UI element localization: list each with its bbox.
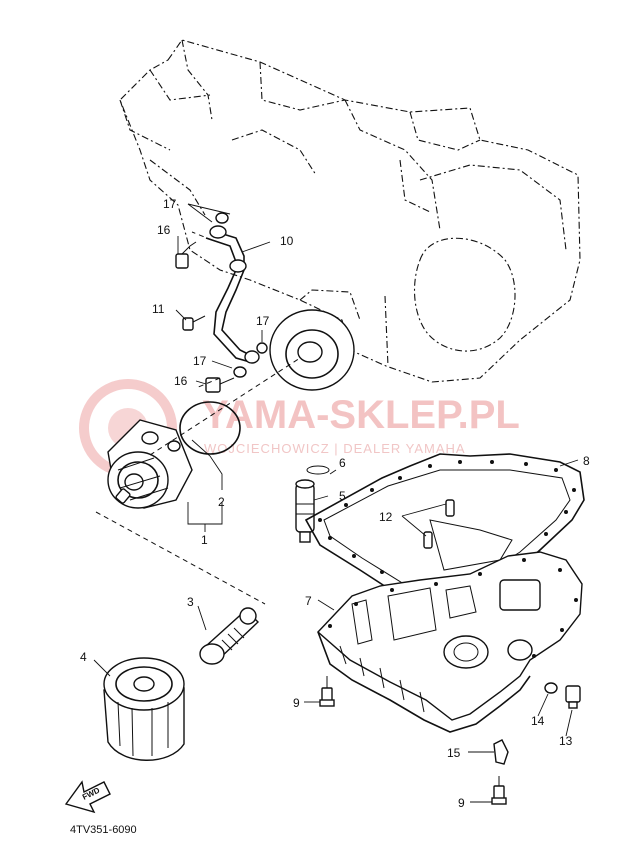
callout-6: 6 <box>339 456 346 470</box>
callout-12: 14 <box>531 714 545 728</box>
drain-bolt-11 <box>565 685 581 709</box>
watermark-sub-text: WOJCIECHOWICZ | DEALER YAMAHA <box>204 441 466 456</box>
callout-14: 10 <box>280 234 294 248</box>
banjo-bolt-16-lower <box>205 377 235 393</box>
clamp-13 <box>493 739 509 765</box>
callout-7: 7 <box>305 594 312 608</box>
bolt-9-lower <box>491 776 507 805</box>
alignment-lines <box>95 231 301 605</box>
callout-8: 8 <box>583 454 590 468</box>
gasket-12 <box>544 682 558 694</box>
callout-1: 1 <box>201 533 208 547</box>
fwd-arrow-icon: FWD <box>64 780 111 814</box>
oil-pipe-assembly <box>175 212 268 393</box>
callout-17-mid: 17 <box>256 314 270 328</box>
o-ring-2 <box>179 401 241 455</box>
cooler-mount-boss <box>269 309 355 391</box>
callout-16-upper: 16 <box>157 223 171 237</box>
engine-outline <box>119 39 581 383</box>
callout-10: 12 <box>379 510 393 524</box>
leader-lines <box>93 203 579 803</box>
oil-pan-7 <box>316 551 583 733</box>
callout-2: 2 <box>218 495 225 509</box>
callout-17-upper: 17 <box>163 197 177 211</box>
washer-17-mid <box>256 342 268 354</box>
callout-3: 3 <box>187 595 194 609</box>
washer-17-upper <box>215 212 229 224</box>
o-ring-6 <box>306 465 330 475</box>
callout-5: 5 <box>339 489 346 503</box>
pipe-5 <box>295 479 315 543</box>
watermark-main-text: YAMA-SKLEP.PL <box>202 393 520 437</box>
callout-9-lower: 9 <box>458 796 465 810</box>
callout-13: 15 <box>447 746 461 760</box>
callout-17-lower: 17 <box>193 354 207 368</box>
oil-cooler-1 <box>107 419 193 509</box>
washer-17-lower <box>233 366 247 378</box>
callout-16-lower: 16 <box>174 374 188 388</box>
bolt-15 <box>182 315 206 331</box>
bolt-9-upper <box>319 676 335 707</box>
banjo-bolt-16-upper <box>175 241 197 269</box>
union-bolt-3 <box>199 607 260 665</box>
callout-9-upper: 9 <box>293 696 300 710</box>
callout-15: 11 <box>152 302 165 316</box>
diagram-code: 4TV351-6090 <box>70 824 137 836</box>
callout-11: 13 <box>559 734 573 748</box>
callout-4: 4 <box>80 650 87 664</box>
oil-filter-4 <box>103 657 185 761</box>
callout-labels: 17 16 10 11 17 17 16 2 1 6 5 8 12 3 7 4 … <box>80 197 590 810</box>
